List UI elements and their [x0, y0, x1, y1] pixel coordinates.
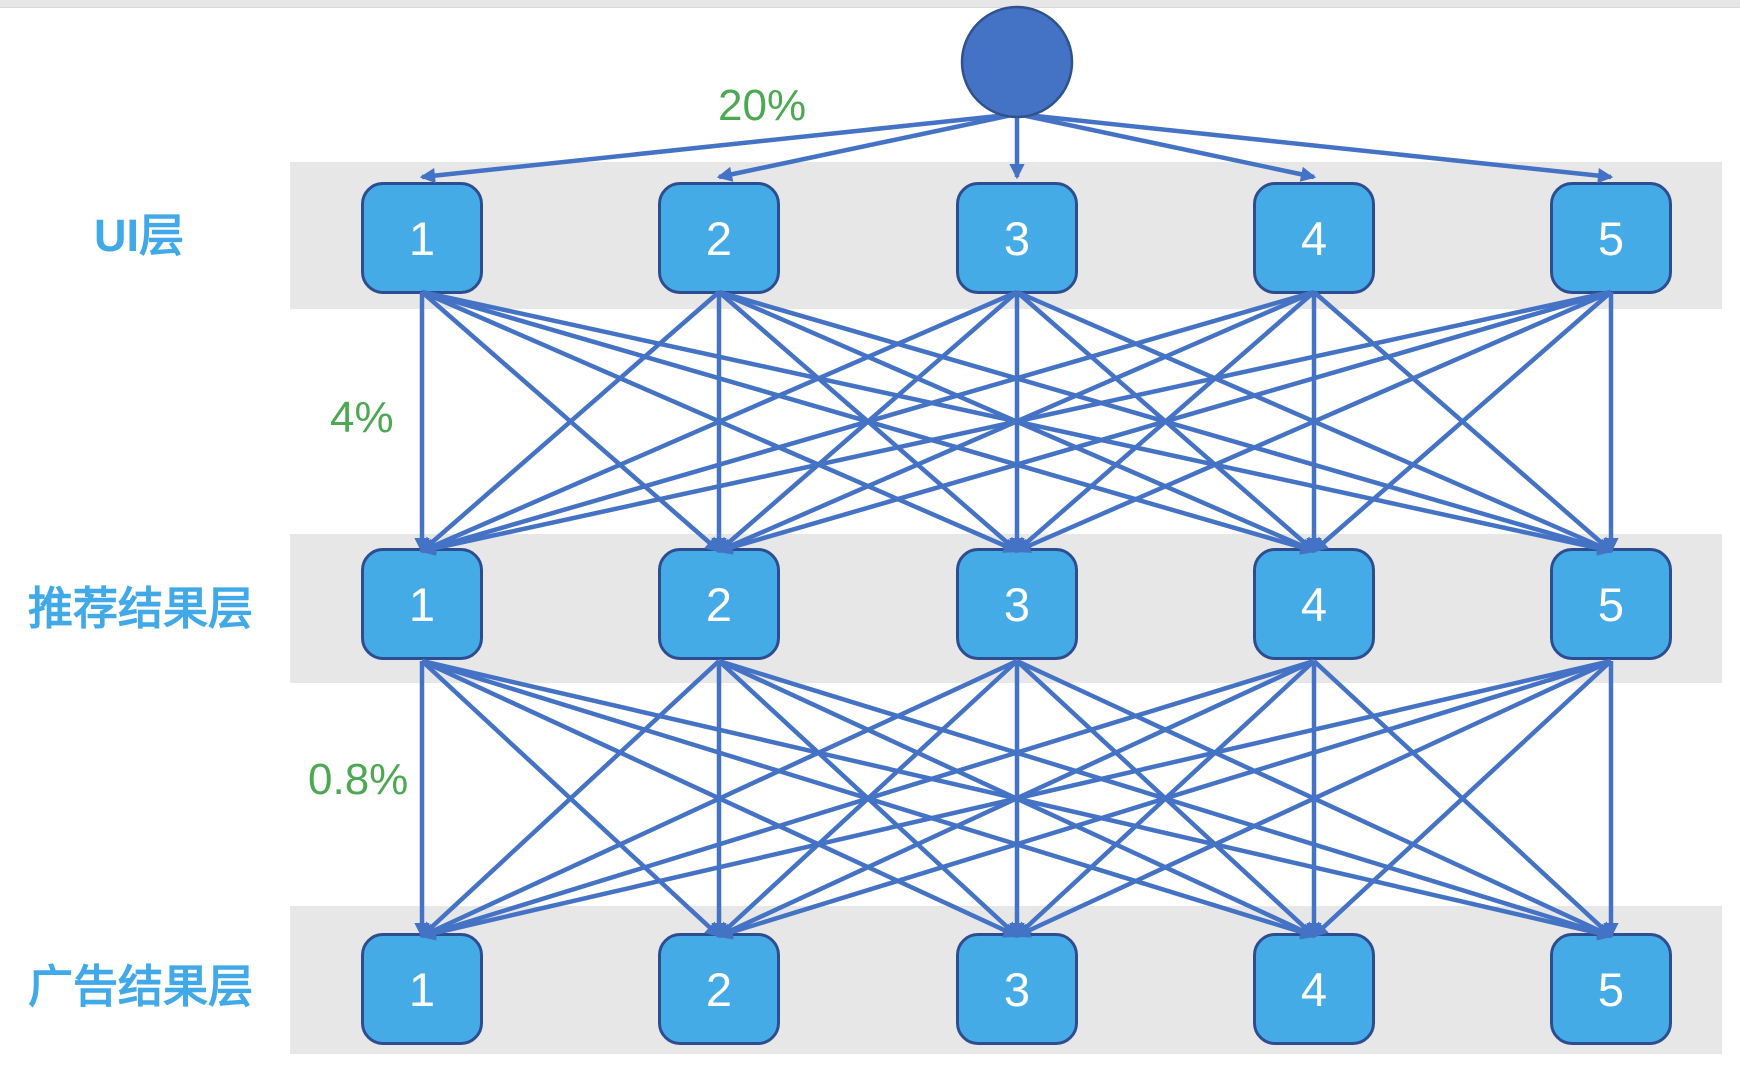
root-node-circle: [960, 5, 1074, 119]
connector-line: [1015, 290, 1316, 553]
node-ads-4: 4: [1253, 933, 1375, 1045]
connector-line: [419, 658, 1018, 939]
connector-line: [718, 658, 1614, 940]
connector-line: [1312, 659, 1613, 938]
layer-label-ui: UI层: [93, 210, 184, 261]
connector-line: [419, 289, 1018, 554]
connector-line: [718, 289, 1317, 554]
connector-line: [718, 658, 1317, 939]
connector-line: [1014, 658, 1612, 939]
node-recommend-4: 4: [1253, 548, 1375, 660]
layer-label-recommend: 推荐结果层: [28, 583, 254, 634]
node-ads-1: 1: [361, 933, 483, 1045]
connector-line: [420, 290, 721, 553]
connector-line: [421, 289, 1614, 556]
rate-label-20pct: 20%: [718, 81, 807, 130]
node-recommend-1: 1: [361, 548, 483, 660]
connector-line: [717, 290, 1019, 553]
connector-line: [716, 658, 1612, 940]
connector-line: [1016, 289, 1614, 554]
connector-line: [1312, 290, 1613, 553]
edges-ui-to-recommend: [414, 289, 1619, 556]
connector-line: [420, 659, 721, 938]
connector-line: [1014, 289, 1612, 554]
window-top-strip: [0, 0, 1740, 8]
connector-line: [717, 290, 1019, 553]
connector-line: [1015, 659, 1316, 938]
connector-line: [1015, 659, 1316, 938]
connector-line: [419, 289, 1315, 555]
connector-line: [716, 658, 1315, 939]
edges-recommend-to-ads: [414, 658, 1619, 941]
connector-line: [1312, 659, 1613, 938]
connector-line: [716, 289, 1612, 555]
node-ads-3: 3: [956, 933, 1078, 1045]
node-recommend-3: 3: [956, 548, 1078, 660]
connector-line: [421, 658, 1317, 940]
connector-line: [419, 289, 1612, 556]
connector-line: [419, 658, 1612, 941]
node-ui-1: 1: [361, 182, 483, 294]
node-ui-3: 3: [956, 182, 1078, 294]
connector-line: [717, 659, 1019, 938]
node-ads-2: 2: [658, 933, 780, 1045]
connector-line: [716, 289, 1315, 554]
node-ui-4: 4: [1253, 182, 1375, 294]
node-recommend-2: 2: [658, 548, 780, 660]
connector-line: [421, 289, 1317, 555]
node-ads-5: 5: [1550, 933, 1672, 1045]
node-recommend-5: 5: [1550, 548, 1672, 660]
connector-line: [419, 658, 1315, 940]
layer-label-ads: 广告结果层: [28, 961, 254, 1012]
connector-line: [1312, 290, 1613, 553]
connector-line: [420, 659, 721, 938]
connector-line: [718, 289, 1614, 555]
connector-line: [420, 290, 721, 553]
connector-line: [421, 658, 1614, 941]
node-ui-5: 5: [1550, 182, 1672, 294]
rate-label-4pct: 4%: [330, 393, 394, 442]
connector-line: [421, 289, 1020, 554]
connector-line: [717, 659, 1019, 938]
connector-line: [421, 658, 1020, 939]
connector-line: [1015, 290, 1316, 553]
connector-line: [1016, 658, 1614, 939]
rate-label-08pct: 0.8%: [308, 755, 409, 804]
node-ui-2: 2: [658, 182, 780, 294]
